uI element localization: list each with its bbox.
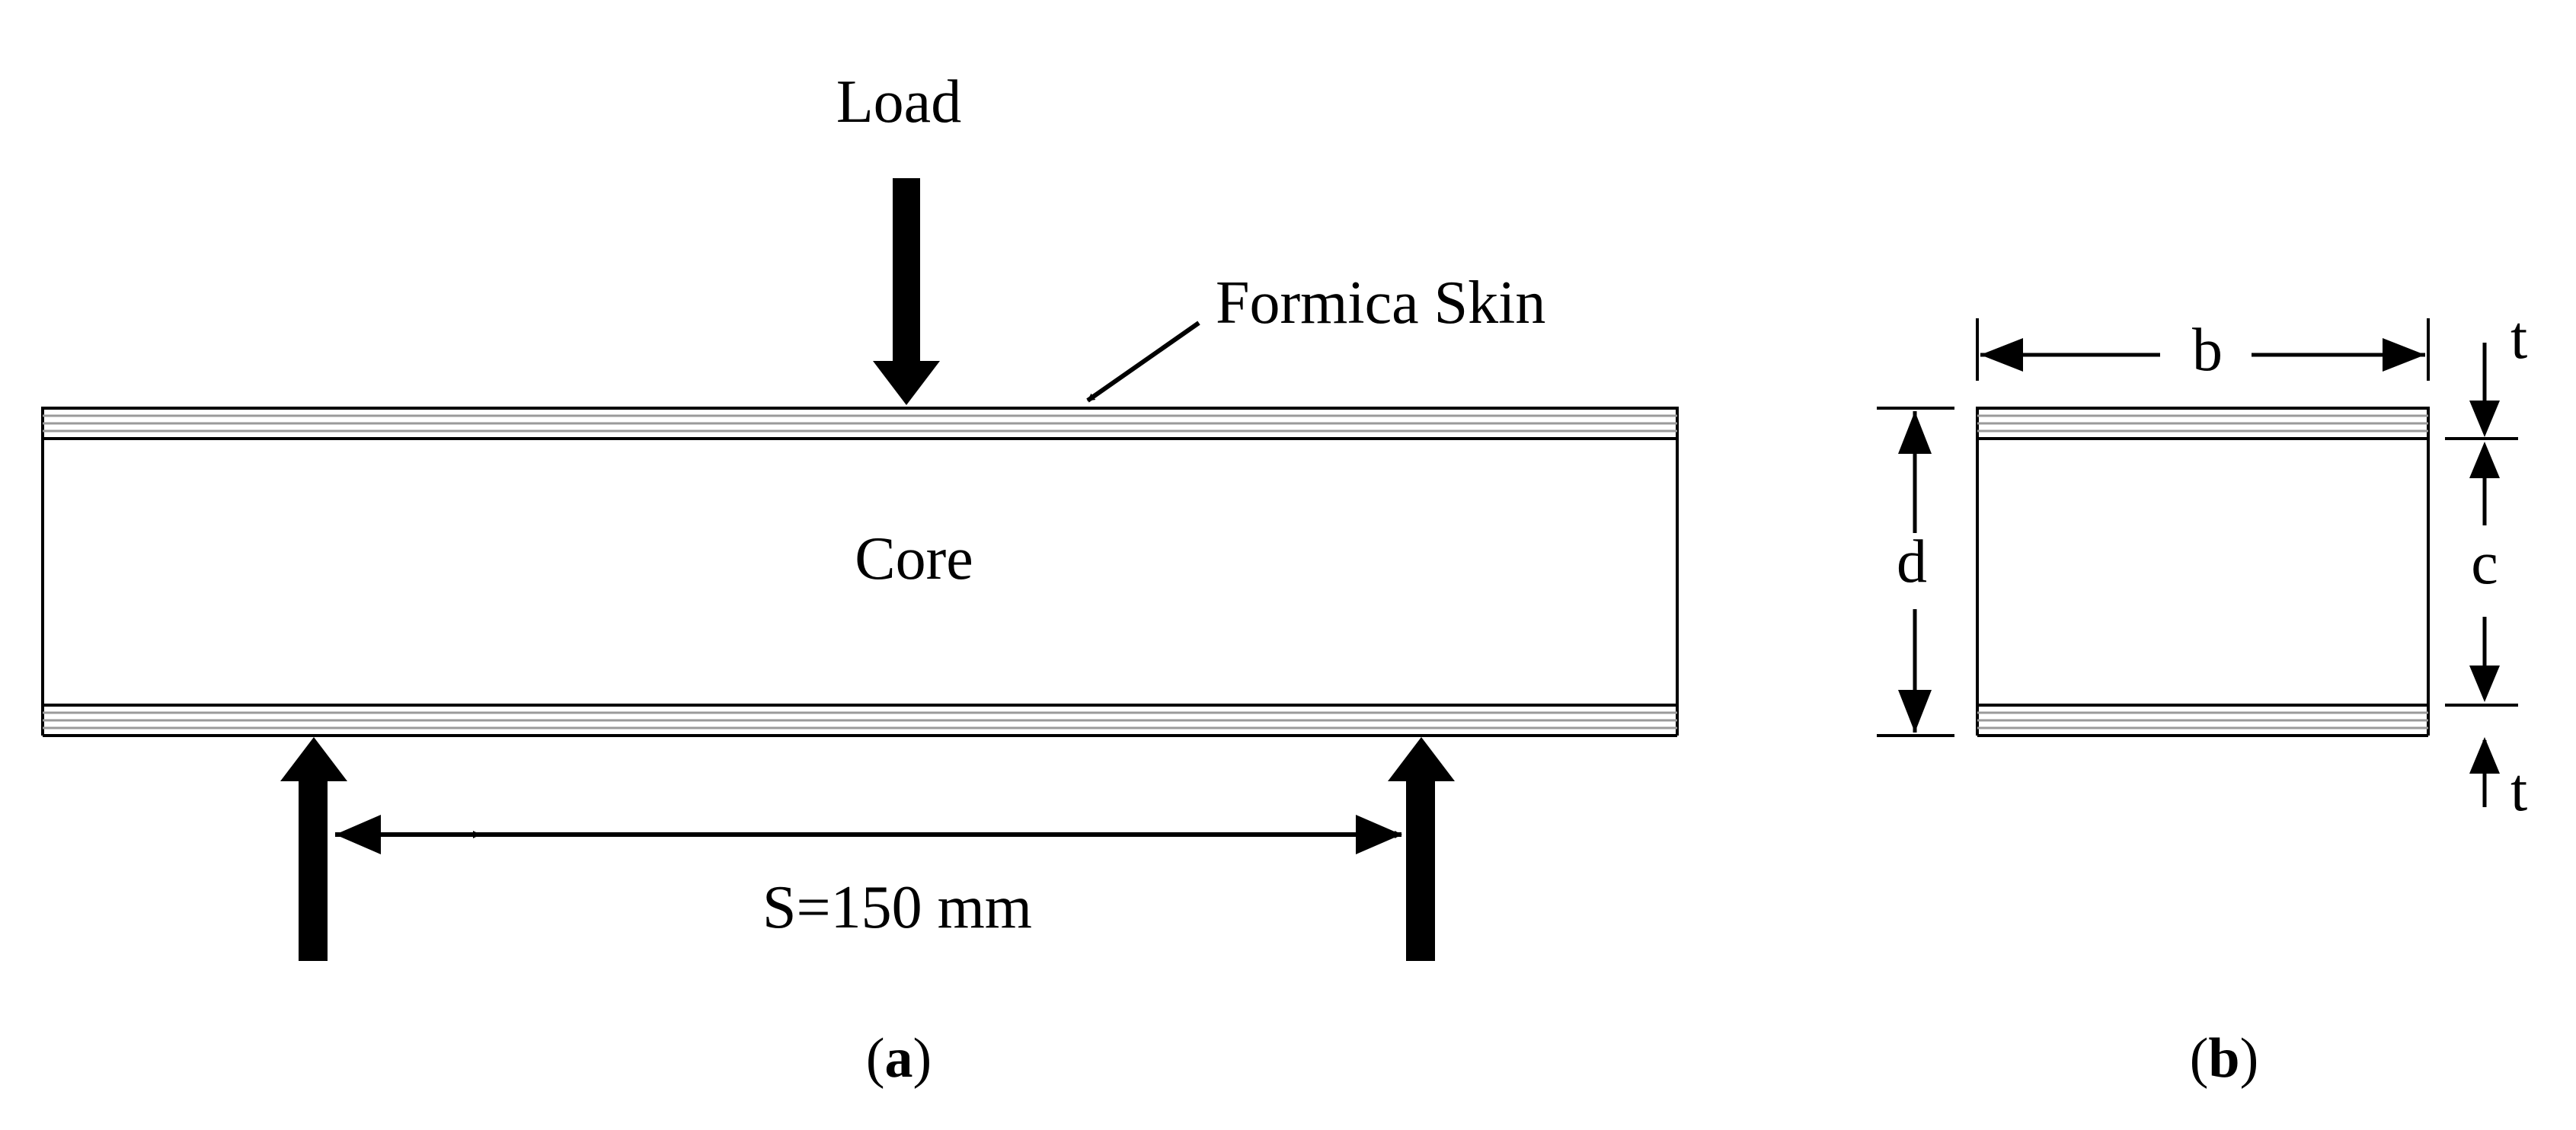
bottom-thickness-label: t xyxy=(2510,757,2527,824)
core-label: Core xyxy=(855,525,973,592)
core-thickness-label: c xyxy=(2471,530,2498,597)
cross-section xyxy=(1976,407,2430,737)
section-bottom-skin xyxy=(1977,704,2428,737)
right-support-arrow xyxy=(1388,737,1455,961)
width-dimension xyxy=(1976,318,2430,381)
load-arrow xyxy=(873,178,940,405)
thickness-dimensions xyxy=(2445,343,2518,807)
beam xyxy=(41,407,1679,737)
top-thickness-label: t xyxy=(2510,305,2527,372)
depth-dimension xyxy=(1877,407,1954,737)
depth-label: d xyxy=(1897,528,1927,595)
top-skin-layer xyxy=(43,407,1677,440)
panel-b-caption: (b) xyxy=(2190,1027,2258,1090)
left-support-arrow xyxy=(280,737,347,961)
bottom-skin-layer xyxy=(43,704,1677,737)
skin-pointer-arrow xyxy=(1086,321,1200,403)
span-label: S=150 mm xyxy=(762,874,1032,941)
formica-skin-label: Formica Skin xyxy=(1216,270,1545,337)
section-top-skin xyxy=(1977,407,2428,440)
panel-a-caption: (a) xyxy=(866,1027,932,1090)
panel-a: Load Formica Skin Core S=150 mm (a) xyxy=(41,69,1679,1090)
width-label: b xyxy=(2192,317,2223,384)
load-label: Load xyxy=(836,69,961,136)
panel-b: b d t c t xyxy=(1877,305,2527,1090)
